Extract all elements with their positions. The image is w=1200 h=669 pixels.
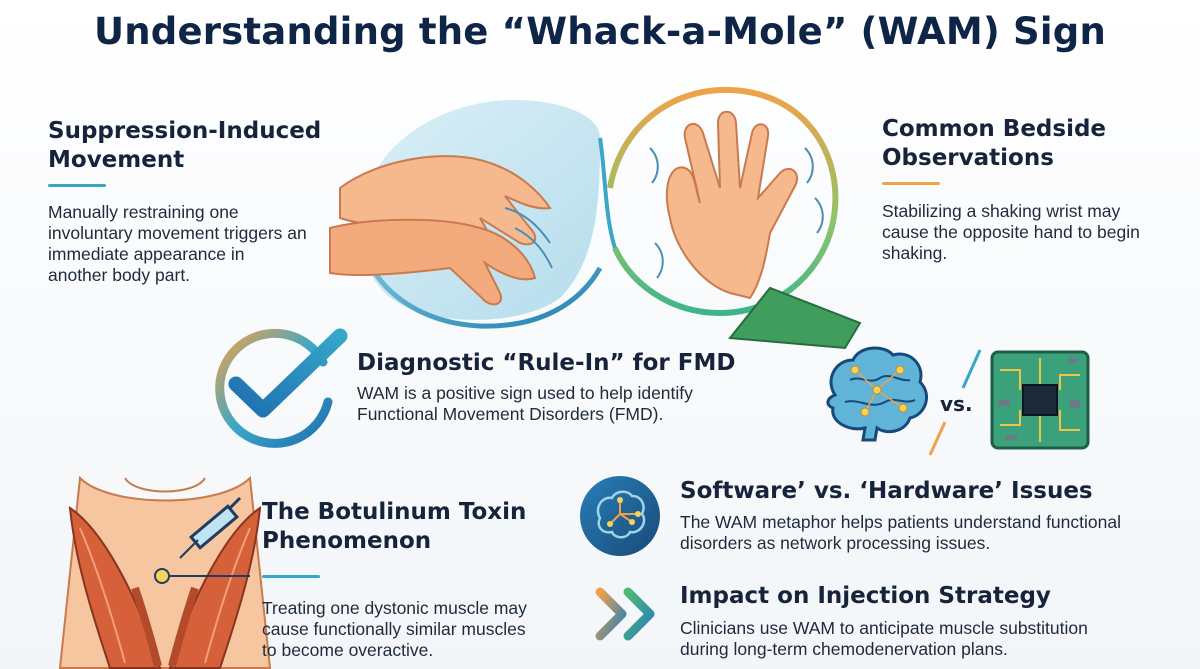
suppression-heading: Suppression-Induced Movement [48,118,322,173]
botulinum-heading: The Botulinum Toxin Phenomenon [262,499,527,554]
hands-illustration [329,86,862,350]
suppression-body: Manually restraining one involuntary mov… [48,202,307,285]
diagnostic-heading: Diagnostic “Rule-In” for FMD [357,350,736,376]
diagnostic-body: WAM is a positive sign used to help iden… [357,383,693,424]
bedside-body: Stabilizing a shaking wrist may cause th… [882,201,1140,263]
software-body: The WAM metaphor helps patients understa… [680,512,1121,553]
versus-divider [928,349,982,456]
check-circle-icon [215,328,348,448]
neck-muscles-injection-illustration [58,475,272,669]
botulinum-divider [262,575,320,578]
bedside-heading: Common Bedside Observations [882,116,1107,171]
brain-circuit-icon [580,476,660,556]
circuit-chip-icon [990,350,1090,450]
versus-label: vs. [940,392,973,416]
software-heading: Software’ vs. ‘Hardware’ Issues [680,478,1093,504]
page-title: Understanding the “Whack-a-Mole” (WAM) S… [93,10,1107,53]
botulinum-body: Treating one dystonic muscle may cause f… [262,598,527,660]
brain-network-icon [826,346,928,442]
suppression-divider [48,184,106,187]
double-chevron-icon [595,587,655,641]
injection-body: Clinicians use WAM to anticipate muscle … [680,618,1088,659]
injection-heading: Impact on Injection Strategy [680,583,1051,609]
bedside-divider [882,182,940,185]
